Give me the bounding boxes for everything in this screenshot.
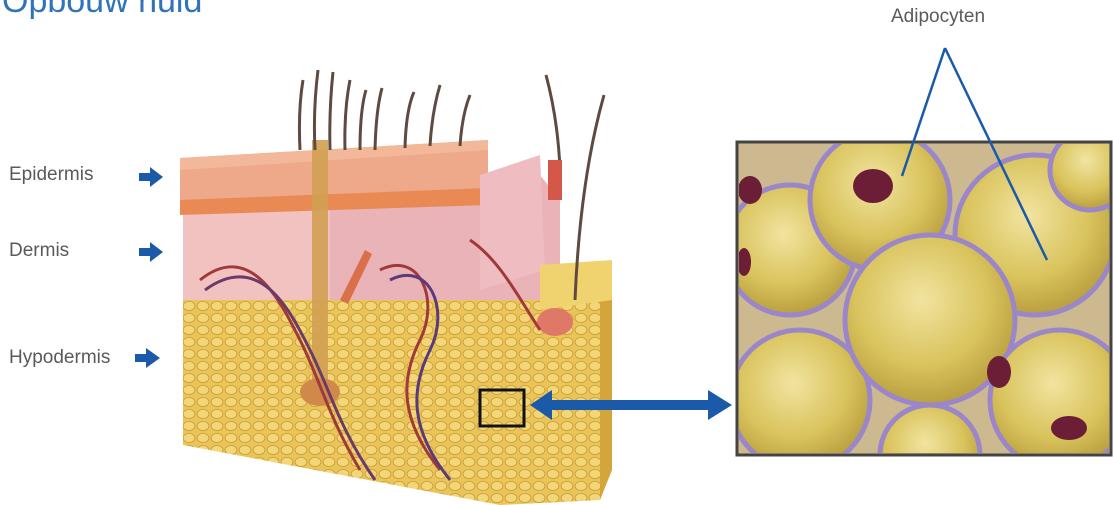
epidermis-arrow [139, 167, 163, 187]
dermis-arrow [139, 242, 163, 262]
adipocytes-zoom-panel [725, 130, 1113, 505]
skin-cross-section [180, 70, 612, 505]
hypodermis-arrow [135, 348, 160, 368]
